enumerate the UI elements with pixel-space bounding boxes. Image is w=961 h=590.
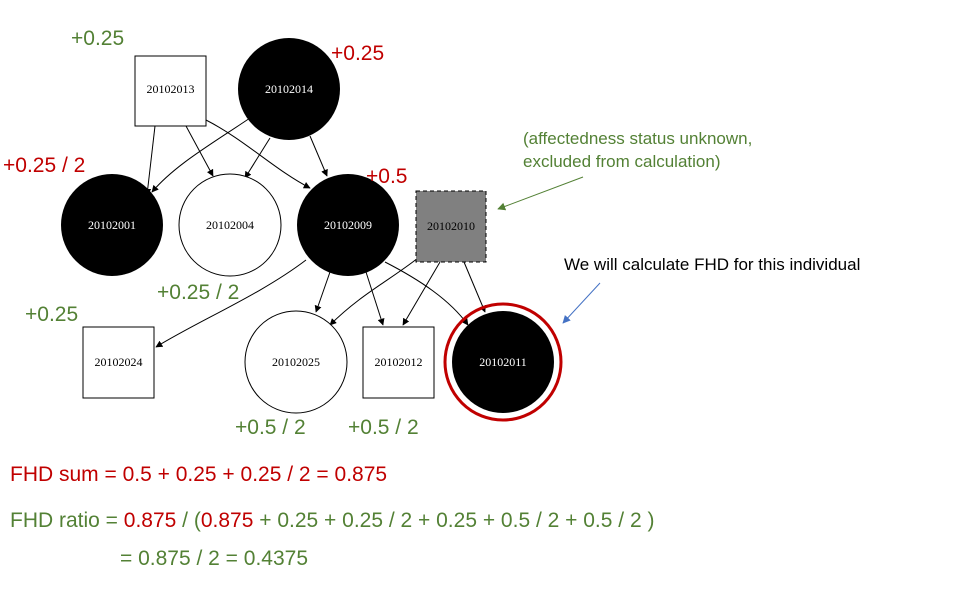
proband-note: We will calculate FHD for this individua… xyxy=(564,255,860,274)
node-20102024: 20102024 xyxy=(82,326,155,399)
score-20102001: +0.25 / 2 xyxy=(3,154,85,177)
edge-20102010-20102011 xyxy=(463,261,486,313)
node-label: 20102014 xyxy=(265,82,313,96)
score-20102009: +0.5 xyxy=(366,165,407,188)
edge-20102014-20102001 xyxy=(151,117,251,193)
edge-20102014-20102009 xyxy=(309,135,328,177)
edge-20102013-20102001 xyxy=(144,125,156,196)
unknown-status-note-line1: (affectedness status unknown, xyxy=(523,129,752,148)
edge-20102009-20102011 xyxy=(384,261,469,326)
score-20102024: +0.25 xyxy=(25,303,78,326)
fhd-ratio-red-term: 0.875 xyxy=(200,509,254,532)
node-20102011-proband: 20102011 xyxy=(443,302,563,422)
fhd-ratio-numerator: 0.875 xyxy=(123,509,177,532)
node-20102025: 20102025 xyxy=(244,310,348,414)
score-20102014: +0.25 xyxy=(331,42,384,65)
node-label: 20102011 xyxy=(479,355,527,369)
node-label: 20102004 xyxy=(206,218,254,232)
edge-layer xyxy=(144,117,486,348)
edge-20102013-20102004 xyxy=(185,125,214,177)
edge-20102009-20102025 xyxy=(314,271,331,313)
unknown-status-note-line2: excluded from calculation) xyxy=(523,152,720,171)
node-20102012: 20102012 xyxy=(362,326,435,399)
fhd-ratio-formula: FHD ratio = 0.875 / (0.875 + 0.25 + 0.25… xyxy=(10,509,654,533)
node-label: 20102009 xyxy=(324,218,372,232)
node-20102013: 20102013 xyxy=(134,55,207,127)
fhd-sum-formula: FHD sum = 0.5 + 0.25 + 0.25 / 2 = 0.875 xyxy=(10,463,388,486)
node-20102009: 20102009 xyxy=(297,174,399,276)
unknown-note-arrow xyxy=(497,176,584,211)
edge-20102010-20102012 xyxy=(402,261,441,326)
fhd-ratio-result: = 0.875 / 2 = 0.4375 xyxy=(120,547,308,570)
score-20102004: +0.25 / 2 xyxy=(157,281,239,304)
node-label: 20102010 xyxy=(427,219,475,233)
fhd-ratio-green-terms: + 0.25 + 0.25 / 2 + 0.25 + 0.5 / 2 + 0.5… xyxy=(253,509,655,532)
node-label: 20102024 xyxy=(95,355,143,369)
node-label: 20102012 xyxy=(375,355,423,369)
fhd-ratio-prefix: FHD ratio = xyxy=(10,509,124,532)
score-20102013: +0.25 xyxy=(71,27,124,50)
node-label: 20102001 xyxy=(88,218,136,232)
edge-20102014-20102004 xyxy=(244,137,271,179)
score-20102025: +0.5 / 2 xyxy=(235,416,306,439)
edge-20102010-20102025 xyxy=(329,257,419,326)
proband-note-arrow xyxy=(562,282,601,324)
node-20102001: 20102001 xyxy=(61,174,163,276)
node-20102014: 20102014 xyxy=(238,38,340,140)
score-20102012: +0.5 / 2 xyxy=(348,416,419,439)
node-label: 20102013 xyxy=(147,82,195,96)
edge-20102009-20102012 xyxy=(365,271,385,326)
node-20102010: 20102010 xyxy=(415,190,487,263)
fhd-ratio-mid: / ( xyxy=(176,509,201,532)
edge-20102009-20102024 xyxy=(155,259,307,348)
proband-highlight-ring xyxy=(443,302,563,422)
node-20102004: 20102004 xyxy=(178,173,282,277)
node-label: 20102025 xyxy=(272,355,320,369)
